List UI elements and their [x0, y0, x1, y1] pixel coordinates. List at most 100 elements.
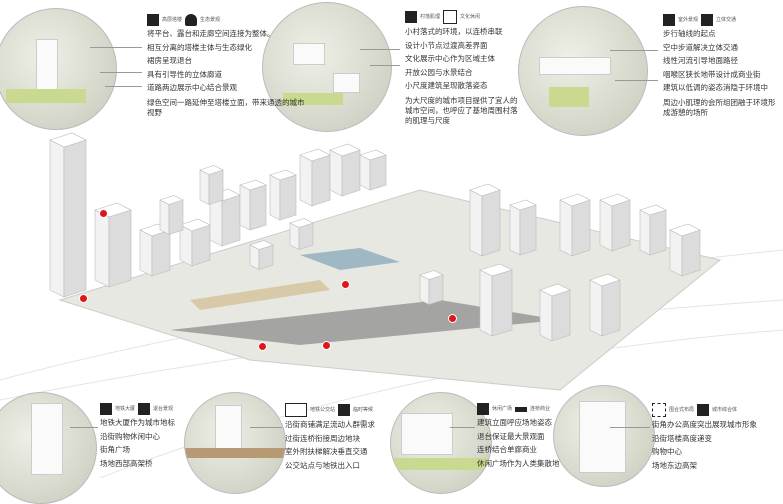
building-mass [481, 189, 501, 257]
callout-line: 建筑立面呼应场地姿态 [477, 418, 552, 427]
callout-line: 购物中心 [652, 447, 682, 456]
callout-line: 道路两边展示中心结合景观 [147, 83, 237, 92]
building-mass [249, 184, 267, 231]
site-axonometric [0, 132, 783, 478]
icon-label: 地铁公交站 [310, 406, 336, 413]
bridge-walkway [190, 280, 330, 310]
icon-label: 村落肌理 [420, 13, 441, 20]
building-mass [311, 154, 331, 207]
building-mass [428, 274, 444, 305]
icon-label: 围合式布局 [669, 406, 695, 413]
callout-paragraph: 周边小肌理的会所组团融于环境形成游憩的场所 [663, 97, 776, 117]
building-mass [419, 270, 444, 280]
bus-stop-icon [285, 403, 307, 417]
building-mass [589, 279, 603, 337]
callout-line: 沿街商铺满足流动人群需求 [285, 420, 375, 429]
building-mass [369, 154, 387, 191]
building-mass [299, 154, 313, 207]
icon-label: 临时等候 [353, 406, 374, 413]
building-mass [249, 240, 274, 250]
callout-line: 沿街塔楼高度递变 [652, 433, 712, 443]
callout-plaza: 休闲广场连桥商业 建筑立面呼应场地姿态 退台保证最大景观面 连桥结合单廊商业 休… [477, 403, 560, 473]
leader-line [610, 50, 658, 51]
leader-line [615, 80, 658, 81]
building-mass [469, 183, 501, 197]
complex-icon [697, 404, 710, 416]
building-mass [269, 169, 297, 181]
callout-line: 休闲广场作为人类集散地 [477, 458, 560, 468]
detail-circle-towers [0, 8, 117, 130]
leader-line [90, 47, 142, 48]
location-marker [258, 342, 267, 351]
callout-paragraph: 绿色空间一路延伸至塔楼立面，带来通透的城市视野 [147, 97, 305, 117]
callout-line: 设计小节点过渡高差界面 [405, 40, 488, 50]
leader-line [450, 427, 475, 428]
callout-line: 退台保证最大景观面 [477, 431, 545, 441]
building-mass [491, 269, 513, 337]
building-mass [611, 199, 631, 252]
callout-line: 空中步道解决立体交通 [663, 42, 738, 52]
location-marker [322, 341, 331, 350]
callout-line: 步行轴线的起点 [663, 29, 716, 38]
building-mass [139, 229, 153, 277]
elevated-road [170, 300, 560, 345]
building-mass [479, 263, 513, 277]
building-mass [289, 218, 314, 228]
location-marker [448, 314, 457, 323]
callout-line: 文化展示中心作为区域主体 [405, 54, 495, 63]
icon-label: 立体交通 [716, 16, 737, 23]
icon-label: 休闲广场 [492, 405, 513, 412]
building-mass [599, 193, 631, 207]
callout-line: 建筑以低调的姿态消隐于环境中 [663, 83, 768, 92]
building-mass [221, 194, 241, 247]
location-marker [79, 294, 88, 303]
building-mass [479, 269, 493, 337]
road-icon [701, 14, 714, 26]
building-mass [509, 204, 521, 256]
building-mass [601, 279, 621, 337]
building-mass [649, 209, 667, 256]
icon-label: 退台景观 [153, 405, 174, 412]
callout-line: 地铁大厦作为城市地标 [100, 418, 175, 427]
callout-line: 线性河流引导地面路径 [663, 56, 738, 65]
icon-label: 城市综合体 [712, 406, 738, 413]
building-mass [49, 139, 65, 298]
building-mass [49, 132, 87, 148]
terrace-icon [138, 403, 151, 415]
icon-label: 生态景观 [200, 16, 221, 23]
detail-circle-complex [553, 385, 655, 487]
building-mass [539, 289, 553, 342]
building-mass [571, 199, 591, 257]
building-mass [191, 224, 211, 267]
callout-line: 公交站点与地铁出入口 [285, 460, 360, 470]
building-mass [151, 229, 171, 277]
callout-towers: 高层塔楼生态景观 将平台、露台和走廊空间连接为整体。 相互分离的塔楼主体与生态绿… [147, 14, 307, 124]
callout-bus-station: 地铁公交站临时等候 沿街商铺满足流动人群需求 过街连桥衔接周边地块 室外附扶梯解… [285, 403, 375, 475]
building-mass [359, 154, 371, 191]
callout-line: 将平台、露台和走廊空间连接为整体。 [147, 29, 275, 38]
callout-line: 沿街购物休闲中心 [100, 431, 160, 441]
enclosed-layout-icon [652, 403, 666, 417]
building-mass [589, 273, 621, 287]
building-mass [159, 195, 184, 205]
callout-line: 裙房呈现退台 [147, 56, 192, 65]
leader-line [360, 49, 400, 50]
leader-line [250, 427, 282, 428]
building-mass [681, 229, 701, 277]
leader-line [370, 65, 400, 66]
callout-line: 场地西部高架桥 [100, 458, 153, 468]
building-mass [519, 204, 537, 256]
tower-icon [147, 14, 159, 26]
callout-line: 过街连桥衔接周边地块 [285, 433, 360, 443]
building-mass [539, 283, 571, 297]
tree-icon [185, 14, 198, 26]
location-marker [341, 280, 350, 289]
building-mass [359, 149, 387, 161]
detail-circle-plaza [390, 392, 492, 494]
callout-line: 开放公园与水景结合 [405, 67, 473, 77]
building-mass [199, 165, 224, 175]
callout-paragraph: 为大尺度的城市项目提供了宜人的城市空间，也呼应了基地周围村落的肌理与尺度 [405, 95, 518, 125]
icon-label: 文化休闲 [460, 13, 481, 20]
building-mass [108, 209, 132, 288]
detail-circle-village [262, 2, 392, 132]
